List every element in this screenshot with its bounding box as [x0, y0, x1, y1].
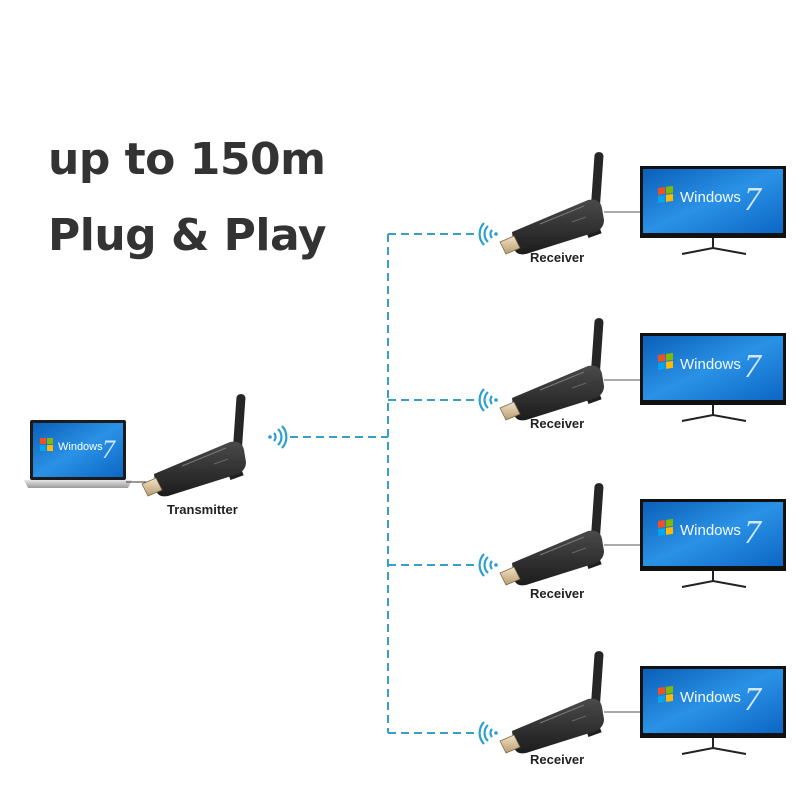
- receiver-3: [499, 482, 605, 587]
- receiver-4: [499, 650, 605, 755]
- monitor-icon: [639, 665, 787, 755]
- transmitter-label: Transmitter: [167, 502, 238, 517]
- headline-range: up to 150m: [48, 134, 326, 185]
- wifi-signal-icon: [478, 720, 499, 746]
- receiver-label: Receiver: [530, 752, 585, 767]
- wifi-signal-icon: [478, 552, 499, 578]
- monitor-icon: [639, 332, 787, 422]
- monitor-icon: [639, 498, 787, 588]
- wifi-signal-icon: [478, 221, 499, 247]
- receiver-label: Receiver: [530, 586, 585, 601]
- receiver-label: Receiver: [530, 250, 585, 265]
- dashed-link-lines: [290, 233, 476, 734]
- wifi-signal-icon: [267, 424, 288, 450]
- receiver-2: [499, 317, 605, 421]
- wifi-signal-icon: [478, 387, 499, 413]
- headline-plug-and-play: Plug & Play: [48, 210, 327, 261]
- monitor-icon: [639, 165, 787, 255]
- svg-text:7: 7: [102, 435, 116, 464]
- receiver-1: [499, 151, 605, 255]
- transmitter-dongle-icon: [141, 393, 247, 497]
- receiver-label: Receiver: [530, 416, 585, 431]
- svg-text:Windows: Windows: [58, 441, 103, 453]
- laptop-icon: Windows 7: [24, 420, 164, 488]
